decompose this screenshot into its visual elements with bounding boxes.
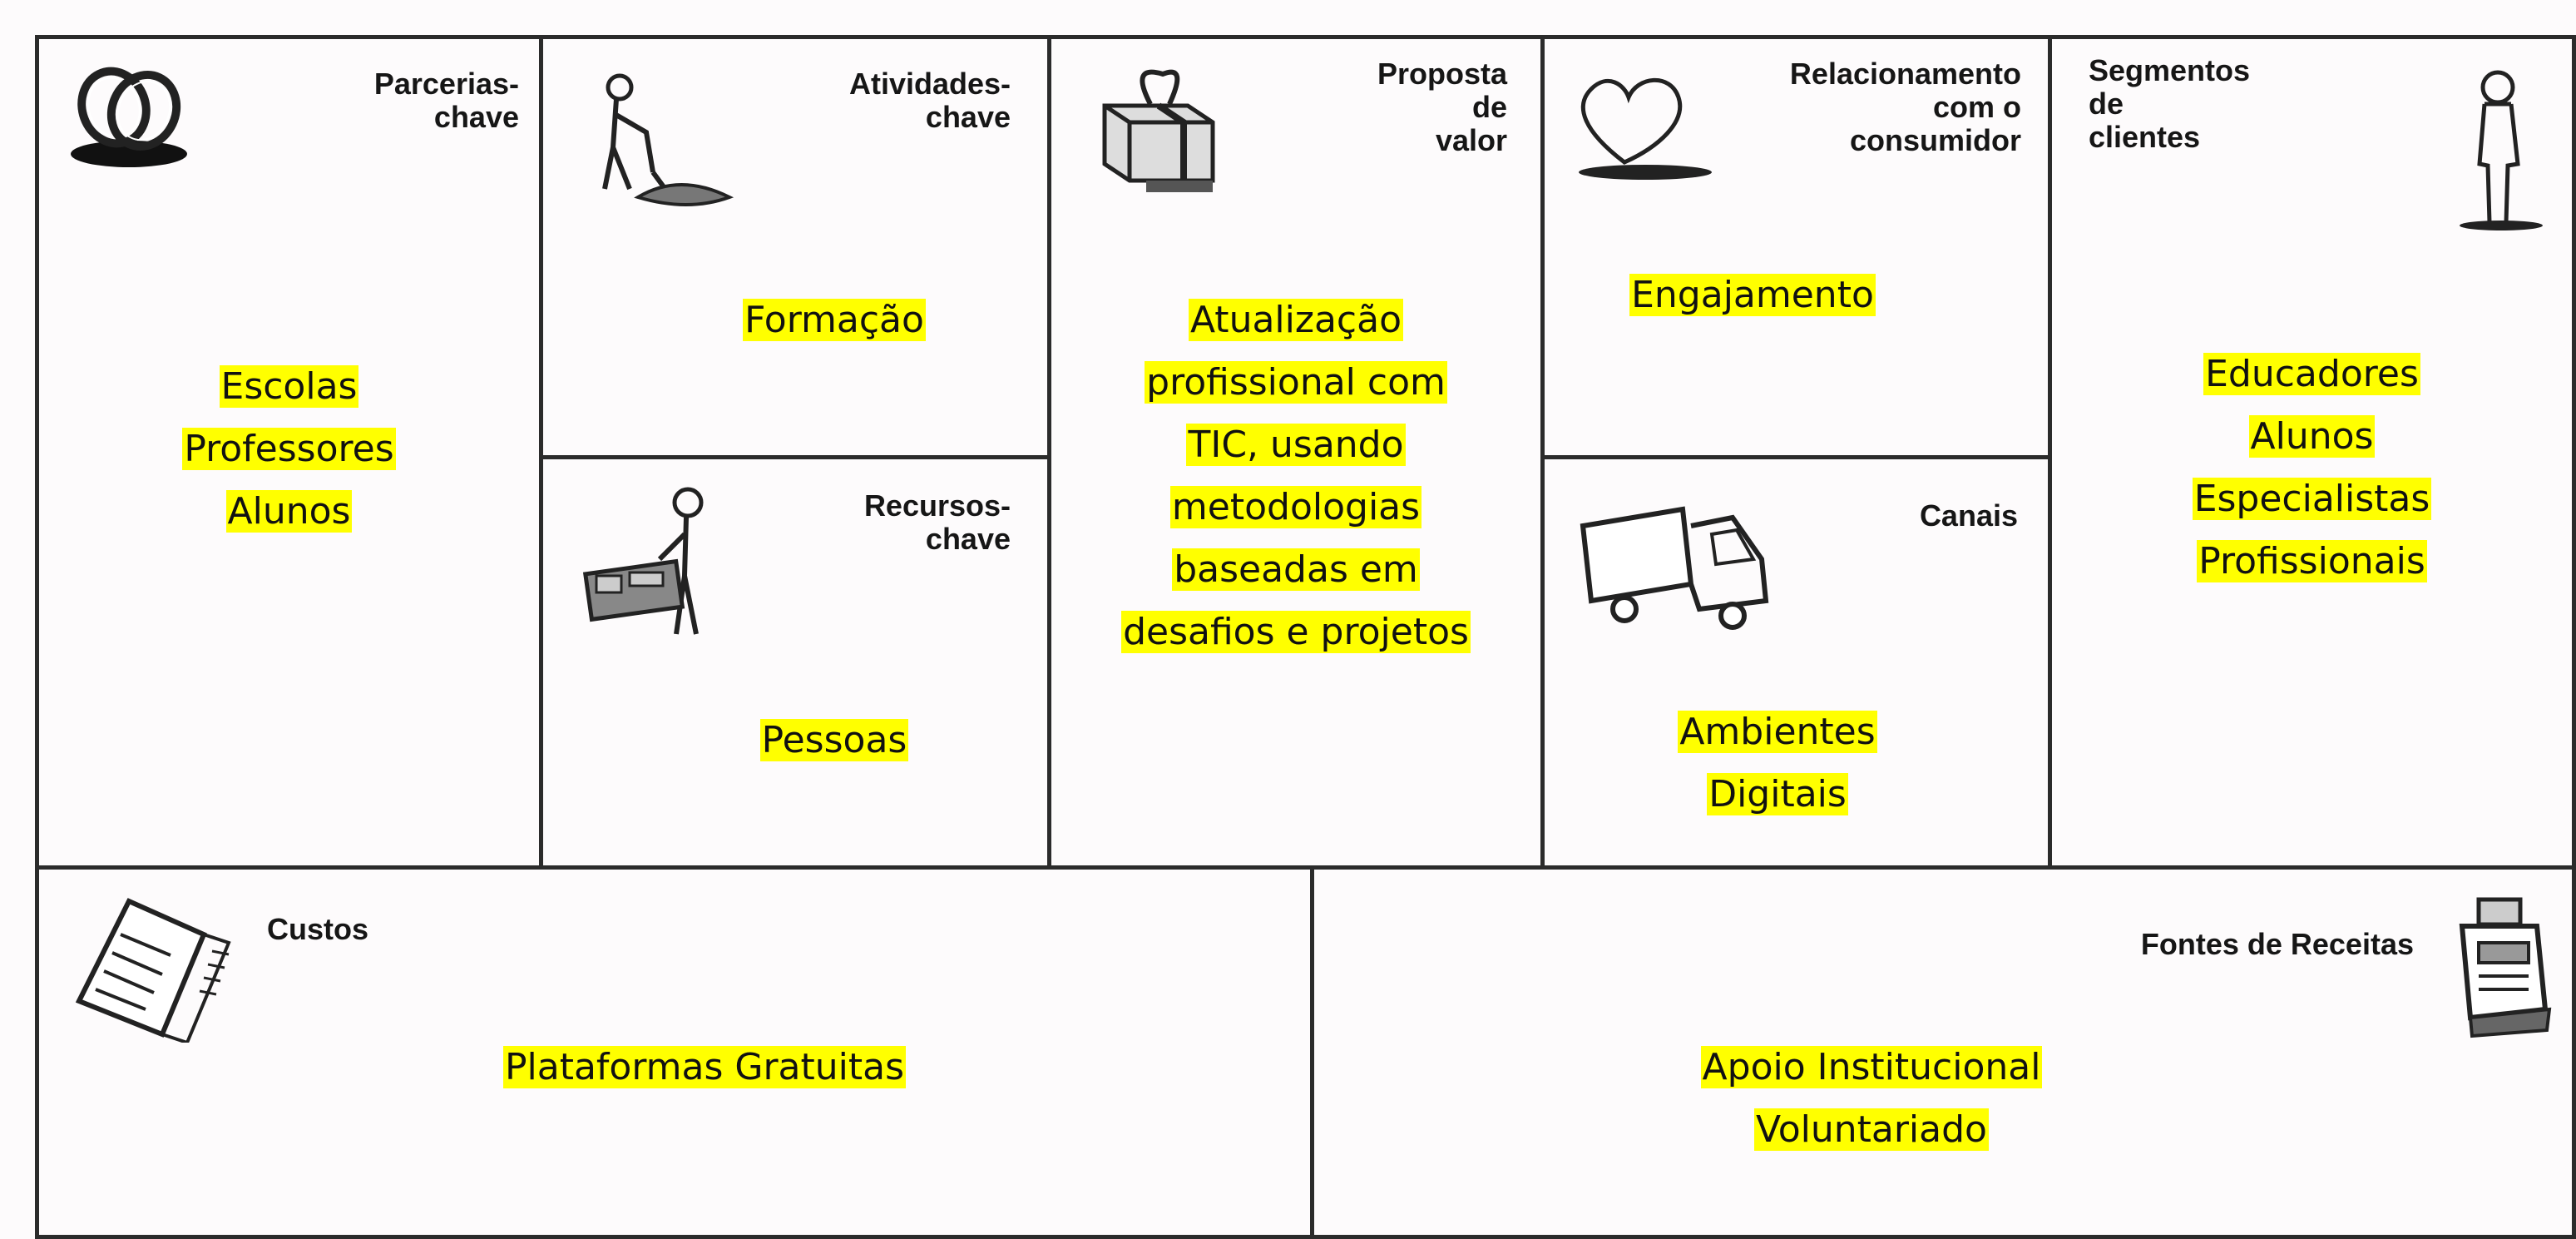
revenue-streams-block: Fontes de Receitas Apoio Institucional V… xyxy=(1310,865,2576,1239)
channels-title: Canais xyxy=(1919,498,2018,533)
content-line: Formação xyxy=(743,299,926,341)
content-line: Voluntariado xyxy=(1754,1108,1989,1151)
content-line: Alunos xyxy=(225,490,353,533)
content-line: Engajamento xyxy=(1629,274,1876,316)
customer-relationship-content: Engajamento xyxy=(1595,264,1911,326)
linked-rings-icon xyxy=(62,56,195,181)
content-line: Profissionais xyxy=(2197,540,2427,582)
key-partners-content: Escolas Professores Alunos xyxy=(39,355,539,543)
cash-register-icon xyxy=(2454,893,2554,1043)
content-line: Atualização xyxy=(1188,299,1403,341)
content-line: Especialistas xyxy=(2192,478,2432,520)
gift-box-icon xyxy=(1071,56,1229,197)
content-line: metodologias xyxy=(1169,486,1422,528)
key-partners-title: Parcerias- chave xyxy=(373,67,519,134)
customer-relationship-title: Relacionamento com o consumidor xyxy=(1789,57,2021,157)
content-line: Escolas xyxy=(219,365,359,408)
person-with-machine-icon xyxy=(580,484,746,651)
value-proposition-content: Atualização profissional com TIC, usando… xyxy=(1051,289,1540,663)
content-line: Alunos xyxy=(2248,415,2376,458)
content-line: TIC, usando xyxy=(1186,424,1406,466)
content-line: Ambientes xyxy=(1678,711,1877,753)
value-proposition-block: Proposta de valor Atualização profission… xyxy=(1047,35,1545,870)
invoice-paper-icon xyxy=(62,885,245,1043)
key-resources-title: Recursos- chave xyxy=(863,488,1011,556)
content-line: Apoio Institucional xyxy=(1700,1046,2043,1088)
content-line: Digitais xyxy=(1707,773,1848,815)
customer-segments-block: Segmentos de clientes Educadores Alunos … xyxy=(2048,35,2576,870)
cost-structure-content: Plataformas Gratuitas xyxy=(405,1036,1004,1098)
content-line: Educadores xyxy=(2203,353,2420,395)
channels-content: Ambientes Digitais xyxy=(1653,701,1902,825)
key-activities-content: Formação xyxy=(676,289,992,351)
content-line: profissional com xyxy=(1145,361,1447,404)
key-resources-block: Recursos- chave Pessoas xyxy=(539,455,1051,870)
person-shoveling-icon xyxy=(580,72,738,214)
value-proposition-title: Proposta de valor xyxy=(1377,57,1507,157)
channels-block: Canais Ambientes Digitais xyxy=(1540,455,2052,870)
content-line: desafios e projetos xyxy=(1121,611,1471,653)
key-resources-content: Pessoas xyxy=(676,709,992,771)
content-line: Plataformas Gratuitas xyxy=(502,1046,907,1088)
revenue-streams-title: Fontes de Receitas xyxy=(2140,927,2414,961)
canvas-grid: Parcerias- chave Escolas Professores Alu… xyxy=(35,35,2576,1239)
cost-structure-block: Custos Plataformas Gratuitas xyxy=(35,865,1314,1239)
content-line: baseadas em xyxy=(1172,548,1420,591)
content-line: Professores xyxy=(182,428,396,470)
key-partners-block: Parcerias- chave Escolas Professores Alu… xyxy=(35,35,543,870)
customer-segments-title: Segmentos de clientes xyxy=(2089,53,2251,154)
customer-relationship-block: Relacionamento com o consumidor Engajame… xyxy=(1540,35,2052,459)
revenue-streams-content: Apoio Institucional Voluntariado xyxy=(1506,1036,2237,1161)
standing-person-icon xyxy=(2451,64,2551,230)
truck-icon xyxy=(1566,493,1782,634)
customer-segments-content: Educadores Alunos Especialistas Profissi… xyxy=(2052,343,2572,592)
key-activities-title: Atividades- chave xyxy=(848,67,1011,134)
cost-structure-title: Custos xyxy=(267,912,369,946)
content-line: Pessoas xyxy=(759,719,909,761)
key-activities-block: Atividades- chave Formação xyxy=(539,35,1051,459)
heart-icon xyxy=(1566,64,1724,189)
